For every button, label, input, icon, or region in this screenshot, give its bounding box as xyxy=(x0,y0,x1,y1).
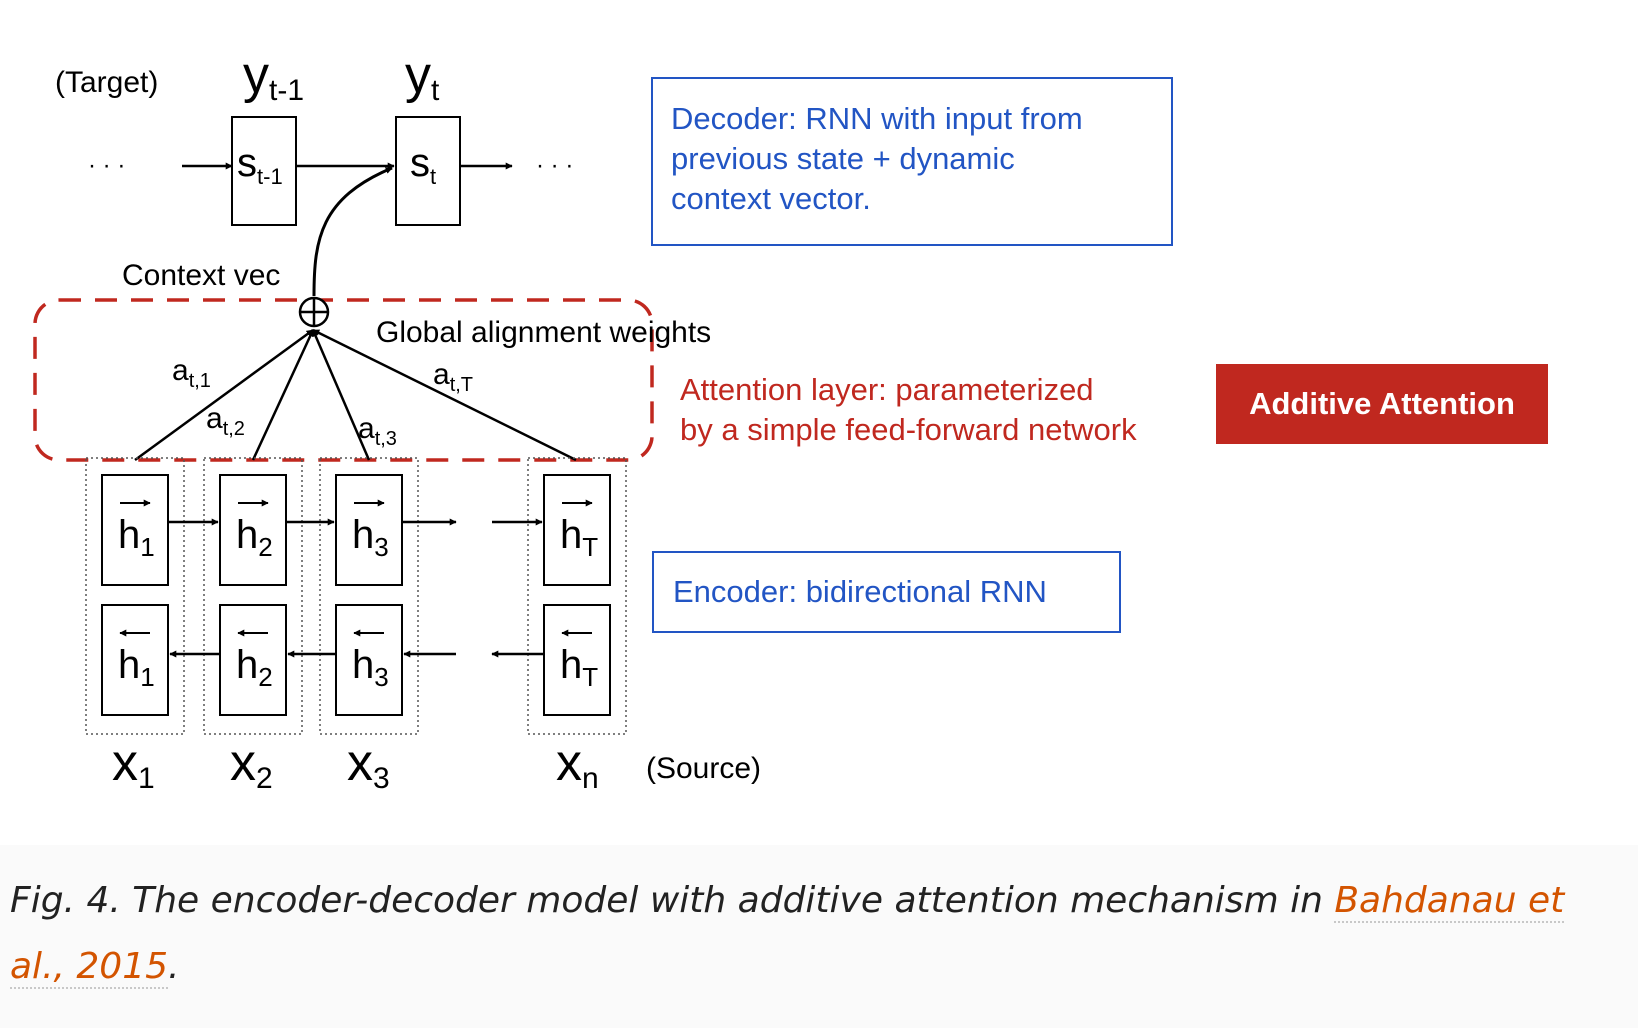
alpha-t1-label: at,1 xyxy=(172,354,211,392)
h-backward-1-box xyxy=(101,604,169,716)
svg-text:h3: h3 xyxy=(352,513,389,562)
attention-layer-box xyxy=(33,298,654,462)
figure-caption: Fig. 4. The encoder-decoder model with a… xyxy=(10,868,1620,1000)
y-cur-label: yt xyxy=(405,46,440,107)
encoder-note-text: Encoder: bidirectional RNN xyxy=(673,574,1047,609)
s-cur-label: st xyxy=(410,141,436,189)
h-backward-3-label: h3 xyxy=(352,629,389,692)
encoder-column-T xyxy=(527,457,627,735)
h-forward-3-label: h3 xyxy=(352,499,389,562)
h-forward-3-box xyxy=(335,474,403,586)
h-backward-T-label: hT xyxy=(560,629,598,692)
encoder-column-1 xyxy=(85,457,185,735)
xn-label: xn xyxy=(556,734,599,795)
weight-line-1 xyxy=(134,328,314,462)
h-backward-T-box xyxy=(543,604,611,716)
additive-attention-badge-label: Additive Attention xyxy=(1249,386,1515,421)
svg-text:h2: h2 xyxy=(236,513,273,562)
x2-label: x2 xyxy=(230,734,273,795)
target-label: (Target) xyxy=(55,66,158,99)
x1-label: x1 xyxy=(112,734,155,795)
alpha-t2-label: at,2 xyxy=(206,402,245,440)
encoder-note-box xyxy=(652,551,1121,633)
encoder-column-2 xyxy=(203,457,303,735)
weight-line-3 xyxy=(311,329,371,461)
citation-link[interactable]: Bahdanau et al., 2015 xyxy=(10,880,1565,989)
attention-note-line-1: Attention layer: parameterized xyxy=(680,372,1094,407)
s-prev-label: st-1 xyxy=(237,141,283,189)
svg-text:h2: h2 xyxy=(236,643,273,692)
svg-text:hT: hT xyxy=(560,643,598,692)
caption-end: . xyxy=(168,946,180,987)
h-backward-2-label: h2 xyxy=(236,629,273,692)
s-cur-box xyxy=(395,116,461,226)
x3-label: x3 xyxy=(347,734,390,795)
h-forward-1-label: h1 xyxy=(118,499,155,562)
additive-attention-badge xyxy=(1216,364,1548,444)
right-dots: · · · xyxy=(536,152,573,179)
alpha-tT-label: at,T xyxy=(433,358,473,396)
weight-line-T xyxy=(312,328,577,462)
h-forward-T-label: hT xyxy=(560,499,598,562)
svg-text:hT: hT xyxy=(560,513,598,562)
global-alignment-label: Global alignment weights xyxy=(376,316,711,349)
svg-text:h1: h1 xyxy=(118,513,155,562)
h-forward-1-box xyxy=(101,474,169,586)
h-forward-2-box xyxy=(219,474,287,586)
attention-note-line-2: by a simple feed-forward network xyxy=(680,412,1137,447)
encoder-column-3 xyxy=(319,457,419,735)
decoder-note-line-2: previous state + dynamic xyxy=(671,141,1015,176)
h-backward-2-box xyxy=(219,604,287,716)
h-forward-T-box xyxy=(543,474,611,586)
s-prev-box xyxy=(231,116,297,226)
decoder-note-line-3: context vector. xyxy=(671,181,871,216)
context-vector-arrow xyxy=(312,166,393,297)
svg-text:h1: h1 xyxy=(118,643,155,692)
caption-text: Fig. 4. The encoder-decoder model with a… xyxy=(10,880,1335,921)
context-vec-label: Context vec xyxy=(122,259,280,292)
source-label: (Source) xyxy=(646,752,761,785)
attention-diagram: (Target) yt-1 yt · · · st-1 st · · · Con… xyxy=(33,46,1548,795)
caption-area xyxy=(0,845,1638,1028)
decoder-note-line-1: Decoder: RNN with input from xyxy=(671,101,1083,136)
h-backward-3-box xyxy=(335,604,403,716)
weight-line-2 xyxy=(251,329,315,461)
left-dots: · · · xyxy=(88,152,125,179)
alpha-t3-label: at,3 xyxy=(358,412,397,450)
decoder-note-box xyxy=(651,77,1173,246)
h-forward-2-label: h2 xyxy=(236,499,273,562)
svg-text:h3: h3 xyxy=(352,643,389,692)
h-backward-1-label: h1 xyxy=(118,629,155,692)
y-prev-label: yt-1 xyxy=(243,46,304,107)
